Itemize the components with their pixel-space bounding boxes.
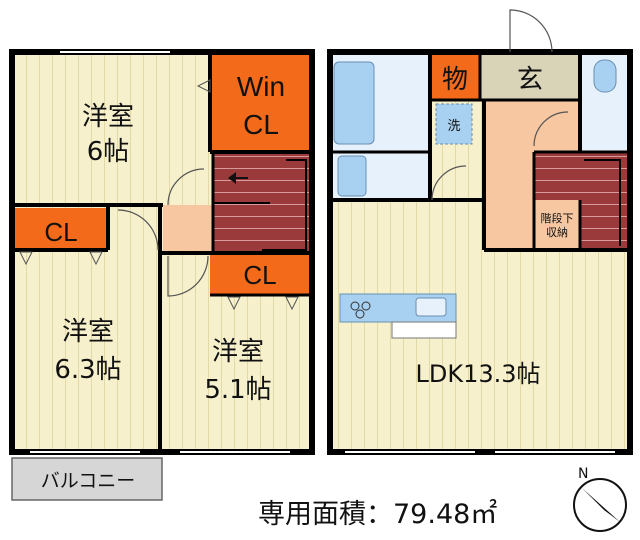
washer-space <box>435 103 473 145</box>
western-room-2 <box>12 250 160 450</box>
stove-burner-icon <box>350 301 360 311</box>
under-stairs-label-2: 収納 <box>546 226 568 239</box>
ldk-label: LDK13.3帖 <box>415 360 540 388</box>
stove-burner-icon <box>355 309 365 319</box>
balcony-label: バルコニー <box>41 470 136 492</box>
walk-in-closet <box>210 52 312 152</box>
under-stairs-storage <box>534 200 580 250</box>
sink-icon <box>415 297 447 317</box>
stove-burner-icon <box>361 301 371 311</box>
compass-north-label: N <box>578 466 588 482</box>
storage-closet <box>430 52 480 100</box>
laundry-label: 洗 <box>447 119 460 134</box>
kitchen-bar <box>391 321 457 339</box>
north-arrow-icon <box>582 488 620 522</box>
under-stairs-label-1: 階段下 <box>541 211 574 225</box>
toilet-icon <box>593 59 617 93</box>
washbasin <box>337 155 367 197</box>
entrance-door <box>509 9 553 53</box>
compass: N <box>573 466 627 532</box>
walk-in-closet-label-1: Win <box>237 71 285 102</box>
closet-center-label: CL <box>243 260 276 290</box>
closet-door-icon <box>196 79 211 93</box>
hallway-1f-upper <box>534 100 580 152</box>
second-floor: 洋室 6帖 洋室 6.3帖 洋室 5.1帖 Win CL CL CL バルコニー <box>9 49 315 501</box>
western-room-1 <box>12 52 210 205</box>
western-room-3-size: 5.1帖 <box>204 375 271 405</box>
western-room-2-name: 洋室 <box>62 317 114 347</box>
walk-in-closet-label-2: CL <box>243 109 279 140</box>
closet-door-icon-2 <box>19 251 33 266</box>
entrance <box>480 52 580 100</box>
western-room-2-size: 6.3帖 <box>54 355 121 385</box>
closet-left <box>14 208 108 250</box>
entrance-label: 玄 <box>517 65 543 95</box>
total-area: 専用面積：79.48㎡ <box>258 499 498 530</box>
closet-center <box>210 255 310 295</box>
bathtub <box>333 61 375 145</box>
stair-rail-1f <box>584 159 621 246</box>
door-swing-hall <box>533 111 569 147</box>
closet-left-label: CL <box>44 217 77 247</box>
western-room-1-name: 洋室 <box>82 102 134 132</box>
door-swing-wash <box>431 165 467 201</box>
closet-door-icon-5 <box>285 296 299 311</box>
closet-door-icon-4 <box>227 296 241 311</box>
door-swing-room3 <box>167 255 209 297</box>
stair-arrow-icon <box>228 172 236 184</box>
storage-label: 物 <box>442 65 468 95</box>
closet-door-icon-3 <box>89 251 103 266</box>
stair-rail <box>262 159 307 251</box>
hallway-1f <box>484 100 534 250</box>
door-swing-room2 <box>117 209 159 251</box>
western-room-3-name: 洋室 <box>212 337 264 367</box>
door-swing-room1 <box>167 168 205 206</box>
balcony <box>11 457 163 501</box>
first-floor: 物 玄 洗 階段下 収納 LDK13.3帖 <box>327 9 633 455</box>
western-room-1-size: 6帖 <box>87 137 130 167</box>
hallway-2f <box>163 205 213 253</box>
